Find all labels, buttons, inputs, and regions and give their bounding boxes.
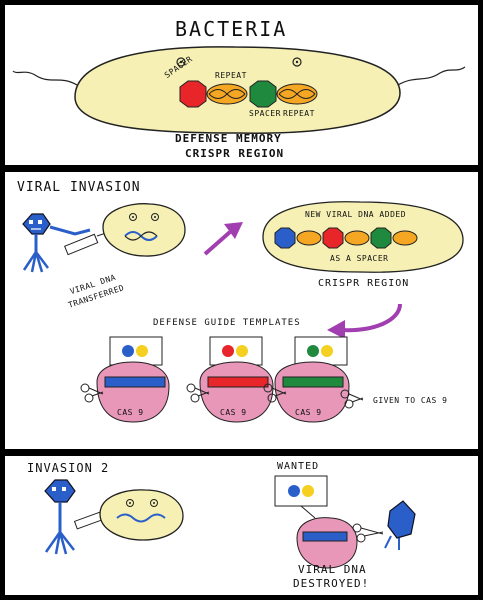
bacteriophage-2 [44, 479, 107, 555]
cas9-proteins [96, 361, 350, 423]
crispr-array [179, 80, 318, 108]
viral-invasion-illustration [22, 201, 464, 423]
caption-defense-memory: DEFENSE MEMORY [175, 132, 282, 145]
wanted-label: WANTED [277, 461, 320, 472]
bacteriophage [22, 213, 116, 273]
given-to-cas9-label: GIVEN TO CAS 9 [373, 396, 448, 405]
cas9-label-2: CAS 9 [220, 408, 247, 417]
panel-invasion-2: INVASION 2 WANTED VIRAL DNA DESTROYED! [5, 456, 478, 595]
destroyed-label-2: DESTROYED! [293, 577, 370, 590]
panel-viral-invasion: VIRAL INVASION VIRAL DNA TRANSFERRED NEW… [5, 172, 478, 449]
flagellum-left [12, 70, 78, 86]
caption-crispr-region: CRISPR REGION [185, 147, 285, 160]
crispr-region-label: CRISPR REGION [318, 278, 410, 289]
bacteria-title: BACTERIA [175, 17, 288, 41]
panel-bacteria: BACTERIA SPACER REPEAT SPACER REPEAT DEF… [5, 5, 478, 165]
repeat-label-top: REPEAT [215, 71, 247, 80]
guide-heading: DEFENSE GUIDE TEMPLATES [153, 318, 301, 328]
cas9-label-3: CAS 9 [295, 408, 322, 417]
bacteria-illustration [12, 46, 466, 134]
guide-templates [109, 336, 348, 366]
wanted-poster [274, 475, 328, 507]
invasion-2-title: INVASION 2 [27, 461, 110, 475]
cas9-label-1: CAS 9 [117, 408, 144, 417]
arrow-to-crispr [203, 230, 232, 256]
scissors-icons [80, 383, 364, 409]
bacteria-cell-2 [99, 489, 184, 541]
infected-cell [102, 203, 186, 257]
arrow-to-guides [339, 303, 402, 333]
new-dna-label: NEW VIRAL DNA ADDED [305, 210, 407, 219]
viral-invasion-title: VIRAL INVASION [17, 180, 141, 195]
scissors-icon-cut [352, 523, 384, 543]
eye-left [176, 57, 186, 67]
crispr-array-expanded [274, 227, 418, 249]
invasion-2-illustration [44, 475, 416, 569]
as-spacer-label: AS A SPACER [330, 254, 389, 263]
eye-right [292, 57, 302, 67]
virus-target [387, 500, 416, 539]
destroyed-label-1: VIRAL DNA [298, 563, 367, 576]
repeat-label-bottom: REPEAT [283, 109, 315, 118]
flagellum-right [397, 66, 466, 86]
spacer-label-bottom: SPACER [249, 109, 281, 118]
cas9-hunter [296, 517, 358, 569]
